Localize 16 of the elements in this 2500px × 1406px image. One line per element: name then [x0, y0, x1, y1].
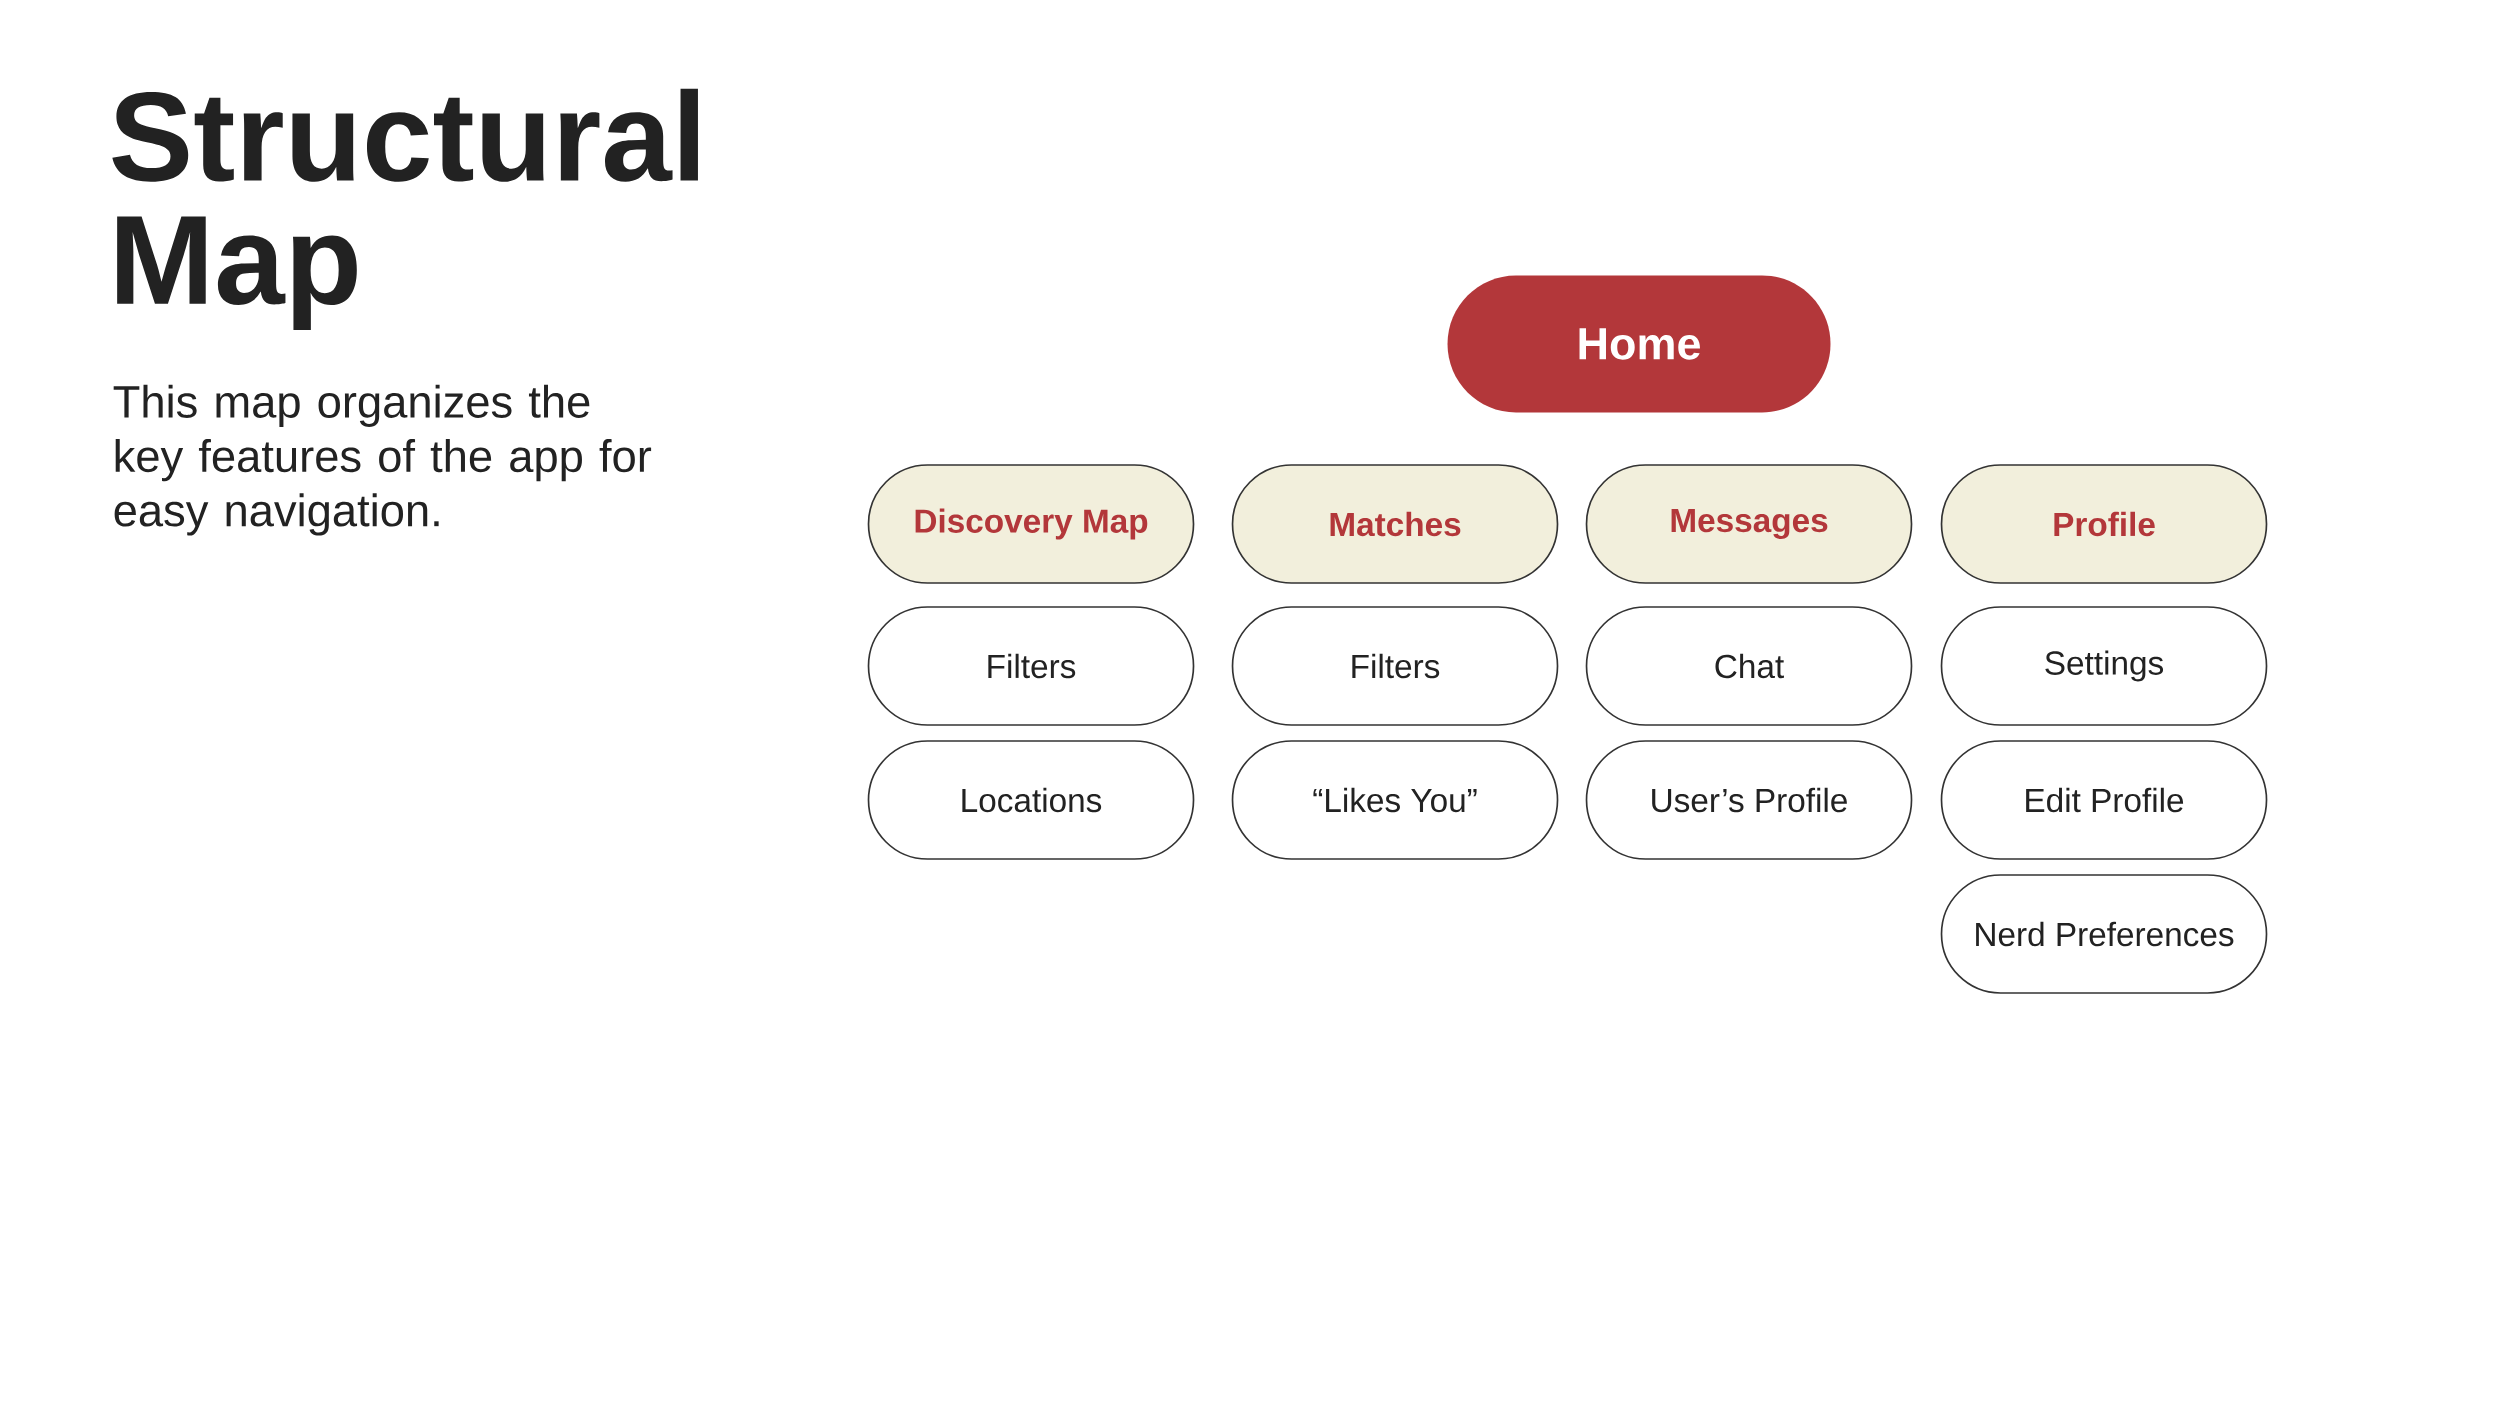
- feature-pill: Filters: [867, 606, 1195, 726]
- section-pill: Discovery Map: [867, 464, 1195, 584]
- feature-pill: User’s Profile: [1585, 740, 1913, 860]
- home-button: Home: [1447, 275, 1831, 413]
- section-pill: Messages: [1585, 464, 1913, 584]
- feature-pill: Edit Profile: [1940, 740, 2268, 860]
- feature-pill: Settings: [1940, 606, 2268, 726]
- feature-pill: Chat: [1585, 606, 1913, 726]
- feature-pill: Filters: [1231, 606, 1559, 726]
- section-pill: Profile: [1940, 464, 2268, 584]
- section-pill: Matches: [1231, 464, 1559, 584]
- feature-pill: Locations: [867, 740, 1195, 860]
- description-text: This map organizes the key features of the app for easy navigation.: [113, 384, 652, 536]
- feature-pill: “Likes You”: [1231, 740, 1559, 860]
- page-title: Structural Map: [112, 88, 698, 331]
- feature-pill: Nerd Preferences: [1940, 874, 2268, 994]
